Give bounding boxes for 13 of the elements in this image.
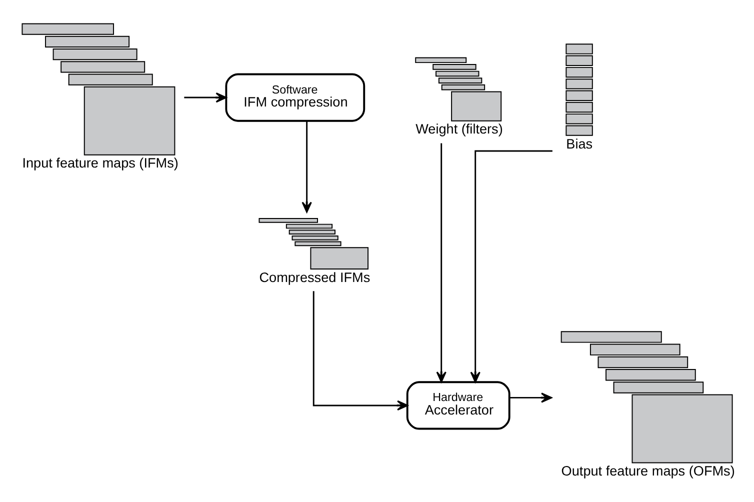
arrow	[436, 142, 446, 382]
node-label: Weight (filters)	[416, 121, 503, 136]
node-label: Output feature maps (OFMs)	[561, 463, 735, 478]
node-box: Software IFM compression	[225, 72, 366, 122]
node-label: Input feature maps (IFMs)	[22, 155, 178, 170]
arrow	[312, 290, 408, 410]
node-box: Hardware Accelerator	[406, 380, 510, 430]
arrow	[510, 392, 552, 402]
node-label: Compressed IFMs	[259, 269, 370, 284]
arrow	[184, 92, 227, 102]
arrow	[302, 120, 312, 212]
arrow	[470, 150, 552, 382]
node-label: Bias	[566, 136, 593, 151]
